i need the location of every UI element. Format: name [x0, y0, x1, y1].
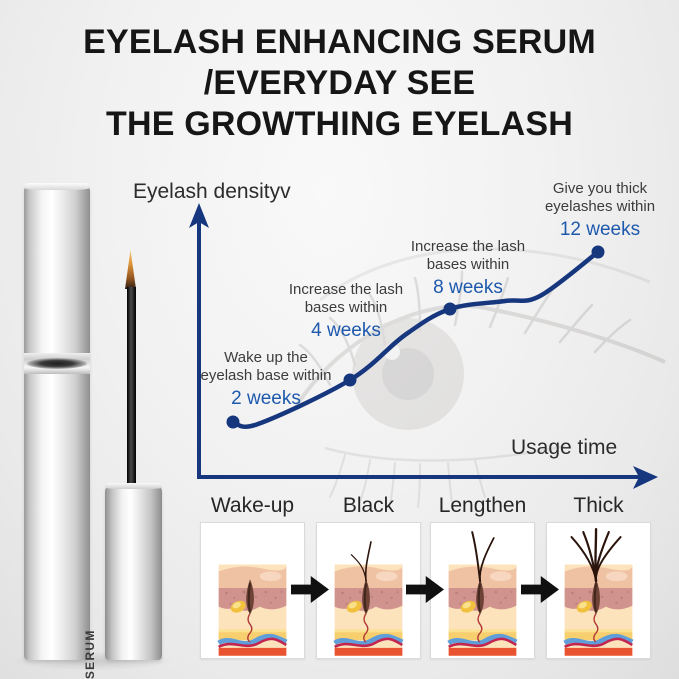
- annotation-8-weeks: Increase the lash bases within 8 weeks: [400, 238, 536, 299]
- skin-illustration: [447, 531, 518, 656]
- week-label: 12 weeks: [559, 219, 641, 240]
- data-point: [226, 415, 240, 429]
- skin-illustration: [333, 541, 404, 656]
- week-label: 2 weeks: [231, 388, 301, 409]
- growth-stage: Black: [316, 494, 421, 659]
- x-axis-arrowhead: [633, 466, 658, 489]
- bottle-cap-ring: [24, 353, 90, 374]
- growth-stage: Lengthen: [430, 494, 535, 659]
- annotation-text: Wake up the eyelash base within: [200, 349, 332, 384]
- annotation-text: Increase the lash bases within: [410, 238, 526, 273]
- stage-label: Thick: [573, 494, 624, 517]
- annotation-4-weeks: Increase the lash bases within 4 weeks: [278, 281, 414, 342]
- lash-hairs: [570, 528, 622, 583]
- x-axis-label: Usage time: [511, 436, 618, 459]
- annotation-text: Increase the lash bases within: [288, 281, 404, 316]
- growth-curve: [230, 249, 601, 429]
- growth-stage: Thick: [546, 494, 651, 659]
- annotation-12-weeks: Give you thick eyelashes within 12 weeks: [532, 180, 668, 241]
- stage-panel: [430, 522, 535, 659]
- stage-panel: [200, 522, 305, 659]
- stage-label: Black: [342, 494, 395, 517]
- brush-handle: [105, 483, 162, 660]
- applicator-wand: [127, 287, 136, 484]
- data-point: [343, 373, 357, 387]
- product-name-text: EYELASH GROWTH SERUM: [82, 623, 98, 679]
- brush-tip: [125, 250, 136, 289]
- stage-label: Wake-up: [210, 494, 295, 517]
- y-axis-label: Eyelash densityv: [133, 180, 291, 203]
- data-point: [591, 245, 605, 259]
- title-line: EYELASH ENHANCING SERUM: [83, 23, 596, 61]
- curve-data-points: [226, 245, 605, 429]
- growth-stage: Wake-up: [200, 494, 305, 659]
- skin-illustration: [563, 528, 634, 656]
- lash-hairs: [471, 531, 495, 583]
- title-line: /EVERYDAY SEE: [203, 64, 476, 102]
- data-point: [443, 302, 457, 316]
- brand-text: W3W: [53, 623, 79, 679]
- chart-axes: [189, 203, 658, 489]
- annotation-text: Give you thick eyelashes within: [544, 180, 656, 215]
- stage-panel: [316, 522, 421, 659]
- title-line: THE GROWTHING EYELASH: [106, 105, 573, 143]
- product-bottle: W3W EYELASH GROWTH SERUM Net:0.11 fl. oz…: [24, 183, 97, 679]
- ghost-eye-image: [293, 247, 666, 508]
- week-label: 4 weeks: [311, 320, 381, 341]
- annotation-2-weeks: Wake up the eyelash base within 2 weeks: [196, 349, 336, 410]
- stage-label: Lengthen: [438, 494, 527, 517]
- stage-panel: [546, 522, 651, 659]
- y-axis-arrowhead: [189, 203, 209, 228]
- page-title: EYELASH ENHANCING SERUM /EVERYDAY SEE TH…: [0, 22, 679, 145]
- week-label: 8 weeks: [433, 277, 503, 298]
- lash-hairs: [350, 541, 372, 582]
- skin-illustration: [217, 564, 288, 656]
